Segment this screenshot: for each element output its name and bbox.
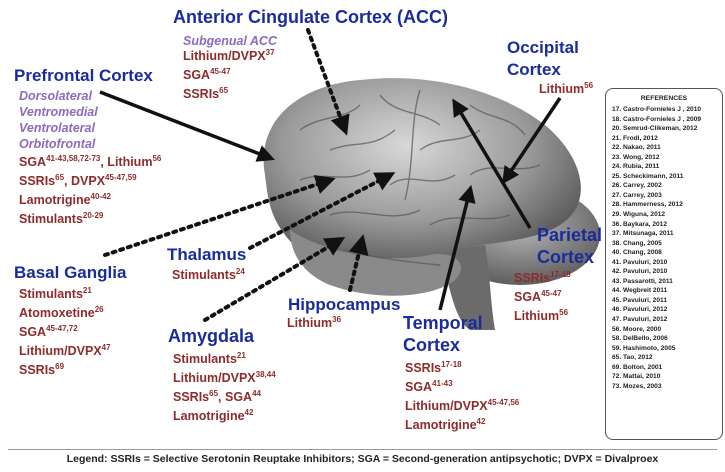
reference-item: 59. Hashimoto, 2005 [612,344,722,354]
hippocampus-title: Hippocampus [288,295,400,315]
reference-item: 72. Mattai, 2010 [612,372,722,382]
reference-item: 41. Pavuluri, 2010 [612,258,722,268]
reference-item: 27. Carrey, 2003 [612,191,722,201]
reference-item: 17. Castro-Fornieles J , 2010 [612,105,722,115]
basal-ganglia-drug: SSRIs69 [19,361,64,380]
basal-ganglia-drug: SGA45-47,72 [19,323,78,342]
reference-item: 46. Pavuluri, 2012 [612,305,722,315]
amygdala-drug: Lithium/DVPX38,44 [173,369,276,388]
parietal-drug: SSRIs17-18 [514,269,571,288]
thalamus-title: Thalamus [167,245,246,265]
acc-drug: Lithium/DVPX37 [183,47,275,66]
temporal-title: Temporal [403,313,483,334]
prefrontal-drug: Lamotrigine40-42 [19,191,111,210]
reference-item: 26. Carrey, 2002 [612,181,722,191]
prefrontal-drug: SSRIs65, DVPX45-47,59 [19,172,137,191]
reference-item: 28. Hammerness, 2012 [612,200,722,210]
amygdala-drug: SSRIs65, SGA44 [173,388,261,407]
temporal-drug: SSRIs17-18 [405,359,462,378]
thalamus-drug: Stimulants24 [172,266,245,285]
parietal-title: Parietal [537,225,602,246]
reference-item: 24. Rubia, 2011 [612,162,722,172]
reference-item: 43. Passarotti, 2011 [612,277,722,287]
reference-item: 44. Wegbreit 2011 [612,286,722,296]
parietal-drug: Lithium56 [514,307,568,326]
occipital-drug: Lithium56 [539,80,593,99]
prefrontal-subregion: Dorsolateral [19,88,92,104]
temporal-drug: SGA41-43 [405,378,453,397]
basal-ganglia-title: Basal Ganglia [14,263,126,283]
prefrontal-drug: SGA41-43,58,72-73, Lithium56 [19,153,161,172]
reference-item: 37. Mitsunaga, 2011 [612,229,722,239]
prefrontal-subregion: Ventrolateral [19,120,95,136]
amygdala-drug: Lamotrigine42 [173,407,253,426]
basal-ganglia-drug: Lithium/DVPX47 [19,342,111,361]
reference-item: 18. Castro-Fornieles J , 2009 [612,115,722,125]
reference-item: 47. Pavuluri, 2012 [612,315,722,325]
legend-text: Legend: SSRIs = Selective Serotonin Reup… [8,449,717,469]
reference-item: 73. Mozes, 2003 [612,382,722,392]
occipital-title: Cortex [507,60,561,80]
acc-title: Anterior Cingulate Cortex (ACC) [173,7,448,28]
reference-item: 21. Frodl, 2012 [612,134,722,144]
reference-item: 29. Wiguna, 2012 [612,210,722,220]
prefrontal-subregion: Ventromedial [19,104,98,120]
parietal-drug: SGA45-47 [514,288,562,307]
reference-item: 69. Bolton, 2001 [612,363,722,373]
amygdala-drug: Stimulants21 [173,350,246,369]
parietal-title: Cortex [537,247,594,268]
references-title: REFERENCES [606,95,722,102]
temporal-title: Cortex [403,335,460,356]
hippocampus-drug: Lithium36 [287,314,341,333]
prefrontal-drug: Stimulants20-29 [19,210,103,229]
acc-drug: SGA45-47 [183,66,231,85]
temporal-drug: Lamotrigine42 [405,416,485,435]
reference-item: 20. Semrud-Clikeman, 2012 [612,124,722,134]
reference-item: 58. DelBello, 2006 [612,334,722,344]
reference-item: 40. Chang, 2008 [612,248,722,258]
reference-item: 22. Nakao, 2011 [612,143,722,153]
amygdala-title: Amygdala [168,326,254,347]
reference-item: 56. Moore, 2000 [612,325,722,335]
acc-drug: SSRIs65 [183,85,228,104]
basal-ganglia-drug: Atomoxetine26 [19,304,104,323]
reference-item: 25. Scheckimann, 2011 [612,172,722,182]
reference-item: 45. Pavuluri, 2011 [612,296,722,306]
prefrontal-title: Prefrontal Cortex [14,66,153,86]
temporal-drug: Lithium/DVPX45-47,56 [405,397,519,416]
references-box: REFERENCES 17. Castro-Fornieles J , 2010… [605,88,723,440]
reference-item: 36. Baykara, 2012 [612,220,722,230]
reference-item: 38. Chang, 2005 [612,239,722,249]
basal-ganglia-drug: Stimulants21 [19,285,92,304]
reference-item: 65. Tao, 2012 [612,353,722,363]
reference-item: 42. Pavuluri, 2010 [612,267,722,277]
reference-item: 23. Wong, 2012 [612,153,722,163]
prefrontal-subregion: Orbitofrontal [19,136,95,152]
occipital-title: Occipital [507,38,579,58]
